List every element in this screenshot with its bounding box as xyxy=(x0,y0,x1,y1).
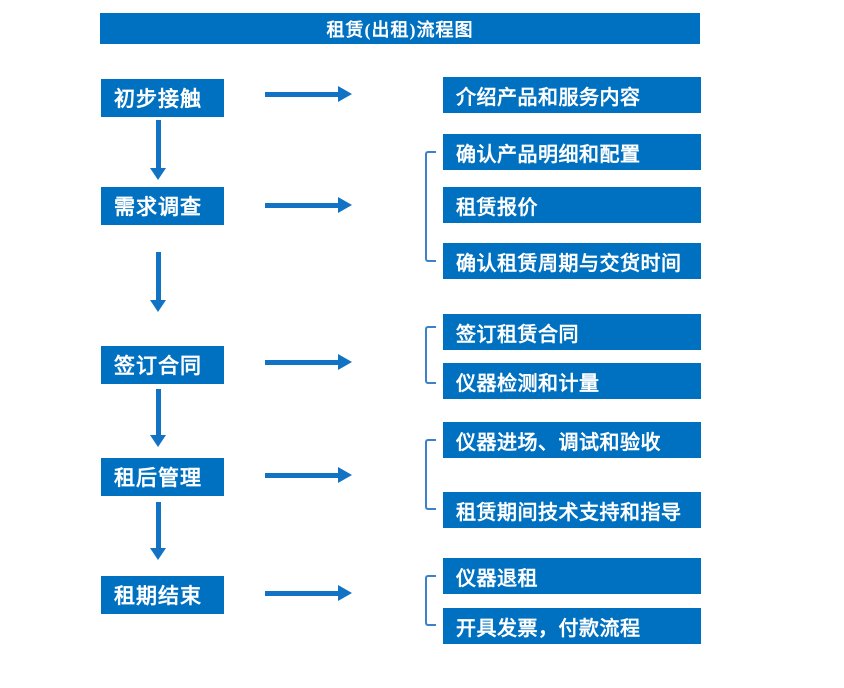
detail-box-invoice-payment: 开具发票，付款流程 xyxy=(443,608,701,644)
detail-box-rental-quote: 租赁报价 xyxy=(443,187,701,223)
bracket-group-needs-survey xyxy=(425,151,436,262)
detail-box-technical-support: 租赁期间技术支持和指导 xyxy=(443,492,701,528)
step-box-post-rental-management: 租后管理 xyxy=(101,458,224,496)
bracket-group-post-rental xyxy=(425,439,436,510)
bracket-group-sign-contract xyxy=(425,326,436,384)
right-arrow-row5-icon xyxy=(265,585,352,601)
right-arrow-row4-icon xyxy=(265,467,352,483)
step-box-sign-contract: 签订合同 xyxy=(101,346,224,384)
detail-box-instrument-setup-acceptance: 仪器进场、调试和验收 xyxy=(443,422,701,458)
detail-box-introduce-products: 介绍产品和服务内容 xyxy=(443,77,701,113)
detail-box-instrument-return: 仪器退租 xyxy=(443,558,701,594)
right-arrow-row1-icon xyxy=(265,86,352,102)
step-box-initial-contact: 初步接触 xyxy=(101,79,224,117)
step-box-lease-end: 租期结束 xyxy=(101,576,224,614)
bracket-group-lease-end xyxy=(425,575,436,626)
detail-box-confirm-period-delivery: 确认租赁周期与交货时间 xyxy=(443,243,701,279)
step-box-needs-survey: 需求调查 xyxy=(101,187,224,225)
flowchart-title: 租赁(出租)流程图 xyxy=(100,13,700,44)
down-arrow-4-icon xyxy=(150,502,166,560)
down-arrow-1-icon xyxy=(150,120,166,180)
right-arrow-row2-icon xyxy=(265,197,352,213)
down-arrow-2-icon xyxy=(150,252,166,312)
detail-box-confirm-product-config: 确认产品明细和配置 xyxy=(443,134,701,170)
right-arrow-row3-icon xyxy=(265,354,352,370)
detail-box-instrument-inspection: 仪器检测和计量 xyxy=(443,363,701,399)
down-arrow-3-icon xyxy=(150,389,166,447)
detail-box-sign-rental-contract: 签订租赁合同 xyxy=(443,314,701,350)
